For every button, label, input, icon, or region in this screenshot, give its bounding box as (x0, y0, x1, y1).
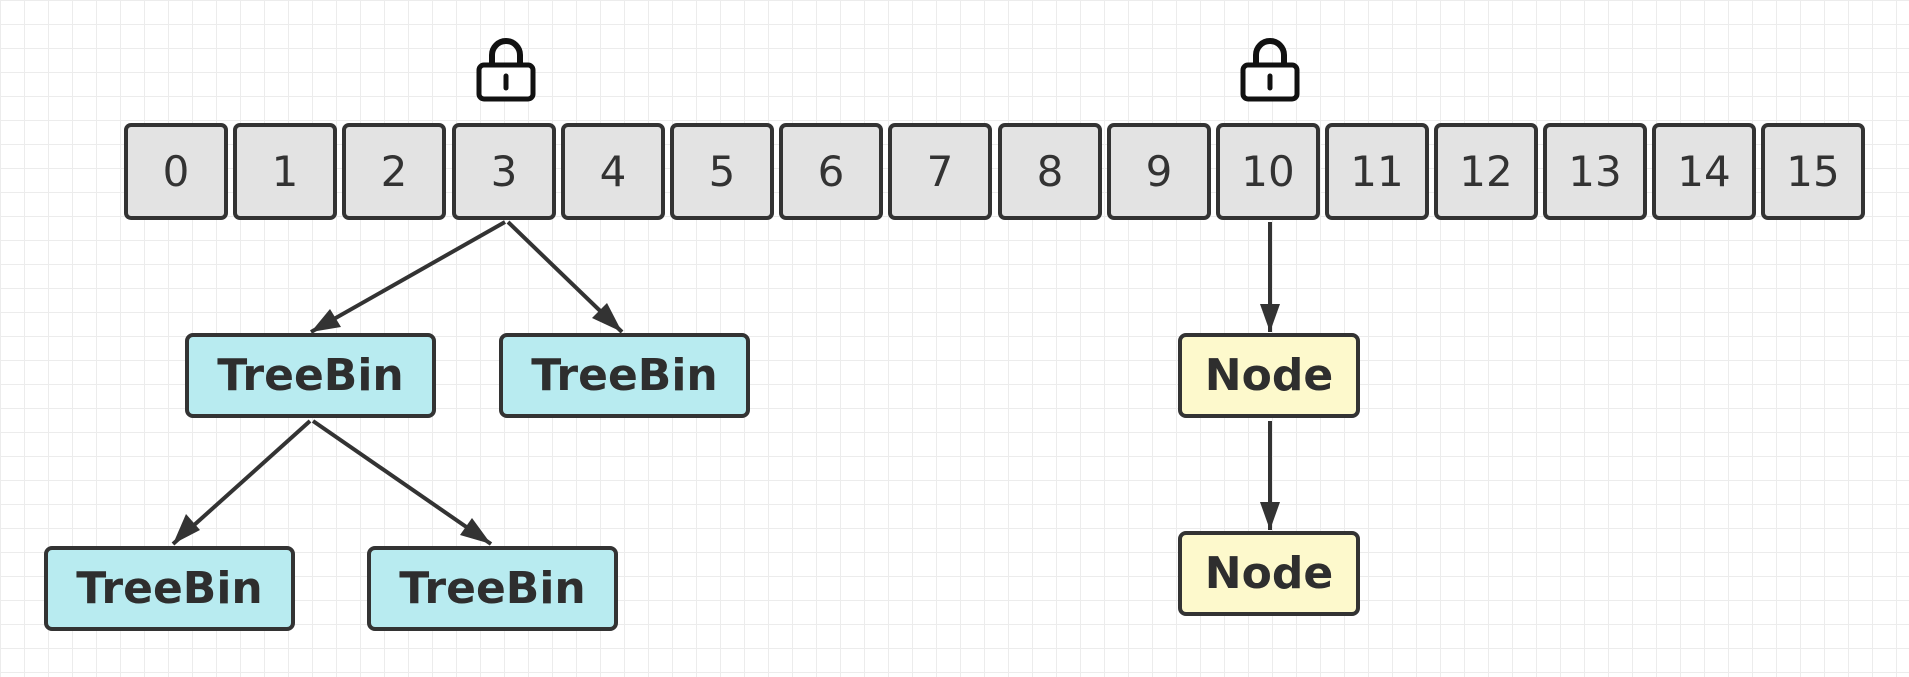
array-cell-6: 6 (779, 123, 883, 220)
arrowhead (460, 518, 491, 544)
array-cell-8: 8 (998, 123, 1102, 220)
arrowhead (311, 309, 341, 332)
edge-treebin-left-to-child-right (311, 419, 493, 546)
lock-icon (476, 38, 536, 102)
treebin-node-right: TreeBin (499, 333, 750, 418)
treebin-child-left: TreeBin (44, 546, 295, 631)
array-cell-1: 1 (233, 123, 337, 220)
array-cell-2: 2 (342, 123, 446, 220)
array-cell-9: 9 (1107, 123, 1211, 220)
array-cell-0: 0 (124, 123, 228, 220)
array-cell-7: 7 (888, 123, 992, 220)
array-cell-14: 14 (1652, 123, 1756, 220)
node-top: Node (1178, 333, 1360, 418)
array-cell-15: 15 (1761, 123, 1865, 220)
arrowhead (592, 303, 622, 332)
arrowhead (173, 514, 200, 544)
arrowhead (1260, 502, 1280, 530)
array-cell-5: 5 (670, 123, 774, 220)
arrowhead (1260, 304, 1280, 332)
node-bottom: Node (1178, 531, 1360, 616)
treebin-child-right: TreeBin (367, 546, 618, 631)
edge-cell3-to-treebin-left (310, 220, 506, 334)
edge-treebin-left-to-child-left (171, 419, 312, 546)
array-cell-11: 11 (1325, 123, 1429, 220)
lock-icon (1240, 38, 1300, 102)
treebin-node-left: TreeBin (185, 333, 436, 418)
array-cell-3: 3 (452, 123, 556, 220)
array-cell-4: 4 (561, 123, 665, 220)
array-cell-13: 13 (1543, 123, 1647, 220)
array-cell-10: 10 (1216, 123, 1320, 220)
array-cell-12: 12 (1434, 123, 1538, 220)
